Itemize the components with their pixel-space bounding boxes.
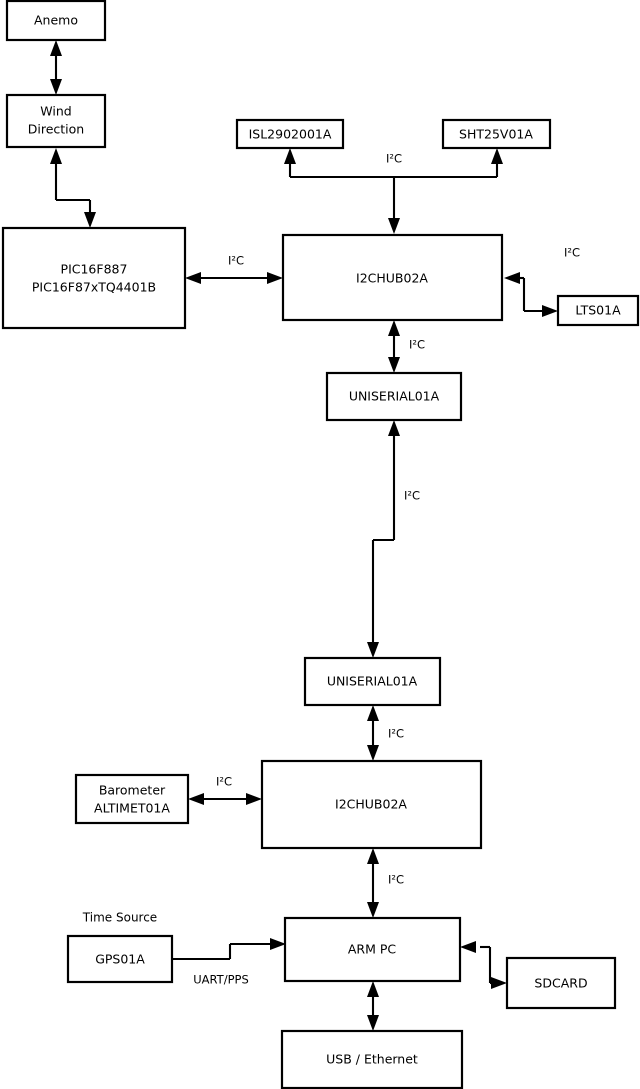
arrowhead-right xyxy=(267,272,283,284)
arrowhead-left xyxy=(188,793,204,805)
node-sht25v01a[interactable]: SHT25V01A xyxy=(441,118,552,150)
node-wind-direction[interactable]: Wind Direction xyxy=(5,93,107,149)
node-uniserial01a-bottom[interactable]: UNISERIAL01A xyxy=(303,656,442,707)
node-label-isl2902001a: ISL2902001A xyxy=(249,127,332,142)
node-anemo[interactable]: Anemo xyxy=(5,0,107,42)
edge-anemo-wind xyxy=(50,40,62,95)
edge-label-barometer-hub: I²C xyxy=(216,775,232,789)
node-i2chub02a-top[interactable]: I2CHUB02A xyxy=(281,233,504,322)
node-label-wind-direction-line2: Direction xyxy=(28,122,84,137)
arrowhead-down xyxy=(367,1015,379,1031)
arrowhead-down xyxy=(388,357,400,373)
node-pic16f887[interactable]: PIC16F887 PIC16F87xTQ4401B xyxy=(1,226,187,330)
node-label-barometer-line2: ALTIMET01A xyxy=(94,801,170,816)
edge-armpc-usbeth xyxy=(367,981,379,1031)
arrowhead-right xyxy=(246,793,262,805)
node-label-i2chub02a-top: I2CHUB02A xyxy=(356,271,428,286)
arrowhead-left xyxy=(460,941,476,953)
edge-label-gps-armpc: UART/PPS xyxy=(193,973,249,987)
edge-barometer-hub: I²C xyxy=(188,775,262,805)
node-sdcard[interactable]: SDCARD xyxy=(505,956,617,1010)
arrowhead-down xyxy=(367,642,379,658)
edge-label-hub-armpc: I²C xyxy=(388,873,404,887)
node-label-pic-line1: PIC16F887 xyxy=(61,262,128,277)
node-uniserial01a-top[interactable]: UNISERIAL01A xyxy=(325,371,463,422)
arrowhead-up xyxy=(367,705,379,721)
arrowhead-down xyxy=(50,79,62,95)
edge-hub-uniserial-top: I²C xyxy=(388,320,425,373)
node-label-gps01a: GPS01A xyxy=(95,952,145,967)
arrowhead-up xyxy=(50,148,62,164)
node-arm-pc[interactable]: ARM PC xyxy=(283,916,462,983)
edge-label-uniserial-link: I²C xyxy=(404,489,420,503)
arrowhead-left xyxy=(504,272,520,284)
node-label-sht25v01a: SHT25V01A xyxy=(459,127,533,142)
edge-label-hub-uniserial-top: I²C xyxy=(409,338,425,352)
node-label-uniserial01a-top: UNISERIAL01A xyxy=(349,389,440,404)
edge-label-sensor-bus: I²C xyxy=(386,152,402,166)
node-label-usb-ethernet: USB / Ethernet xyxy=(326,1052,418,1067)
arrowhead-right xyxy=(491,977,507,989)
edge-hub-armpc: I²C xyxy=(367,848,404,918)
edge-uniserial-link: I²C xyxy=(367,420,420,658)
edge-hub-lts: I²C xyxy=(504,246,580,317)
node-label-wind-direction-line1: Wind xyxy=(40,104,71,119)
edge-armpc-sdcard xyxy=(460,941,507,989)
arrowhead-right xyxy=(270,938,286,950)
arrowhead-up xyxy=(491,148,503,164)
node-label-sdcard: SDCARD xyxy=(534,976,587,991)
arrowhead-up xyxy=(388,320,400,336)
edge-pic-hub-top: I²C xyxy=(185,254,283,284)
arrowhead-down xyxy=(84,212,96,228)
node-barometer-altimet01a[interactable]: Barometer ALTIMET01A xyxy=(74,773,190,825)
edge-hub-sensors-bus: I²C xyxy=(284,148,503,234)
edge-wind-pic xyxy=(50,148,96,228)
edge-label-hub-lts: I²C xyxy=(564,246,580,260)
node-label-lts01a: LTS01A xyxy=(575,303,621,318)
edge-label-pic-hub: I²C xyxy=(228,254,244,268)
node-label-anemo: Anemo xyxy=(34,13,78,28)
arrowhead-up xyxy=(367,981,379,997)
node-label-i2chub02a-bottom: I2CHUB02A xyxy=(335,797,407,812)
arrowhead-up xyxy=(50,40,62,56)
node-gps01a[interactable]: GPS01A xyxy=(66,934,174,984)
node-isl2902001a[interactable]: ISL2902001A xyxy=(235,118,345,150)
label-time-source: Time Source xyxy=(82,911,157,925)
arrowhead-right xyxy=(542,305,558,317)
arrowhead-down xyxy=(367,745,379,761)
node-label-barometer-line1: Barometer xyxy=(99,783,166,798)
arrowhead-up xyxy=(388,420,400,436)
edge-label-uniserial-bot-hub: I²C xyxy=(388,727,404,741)
arrowhead-down xyxy=(367,902,379,918)
arrowhead-up xyxy=(284,148,296,164)
node-label-pic-line2: PIC16F87xTQ4401B xyxy=(32,280,156,295)
arrowhead-left xyxy=(185,272,201,284)
node-i2chub02a-bottom[interactable]: I2CHUB02A xyxy=(260,759,483,850)
node-lts01a[interactable]: LTS01A xyxy=(556,294,640,327)
edge-uniserial-bot-hub: I²C xyxy=(367,705,404,761)
node-label-arm-pc: ARM PC xyxy=(348,942,397,957)
arrowhead-up xyxy=(367,848,379,864)
arrowhead-down xyxy=(388,218,400,234)
node-label-uniserial01a-bottom: UNISERIAL01A xyxy=(327,674,418,689)
edge-gps-armpc: UART/PPS xyxy=(172,938,286,987)
node-usb-ethernet[interactable]: USB / Ethernet xyxy=(280,1029,464,1089)
